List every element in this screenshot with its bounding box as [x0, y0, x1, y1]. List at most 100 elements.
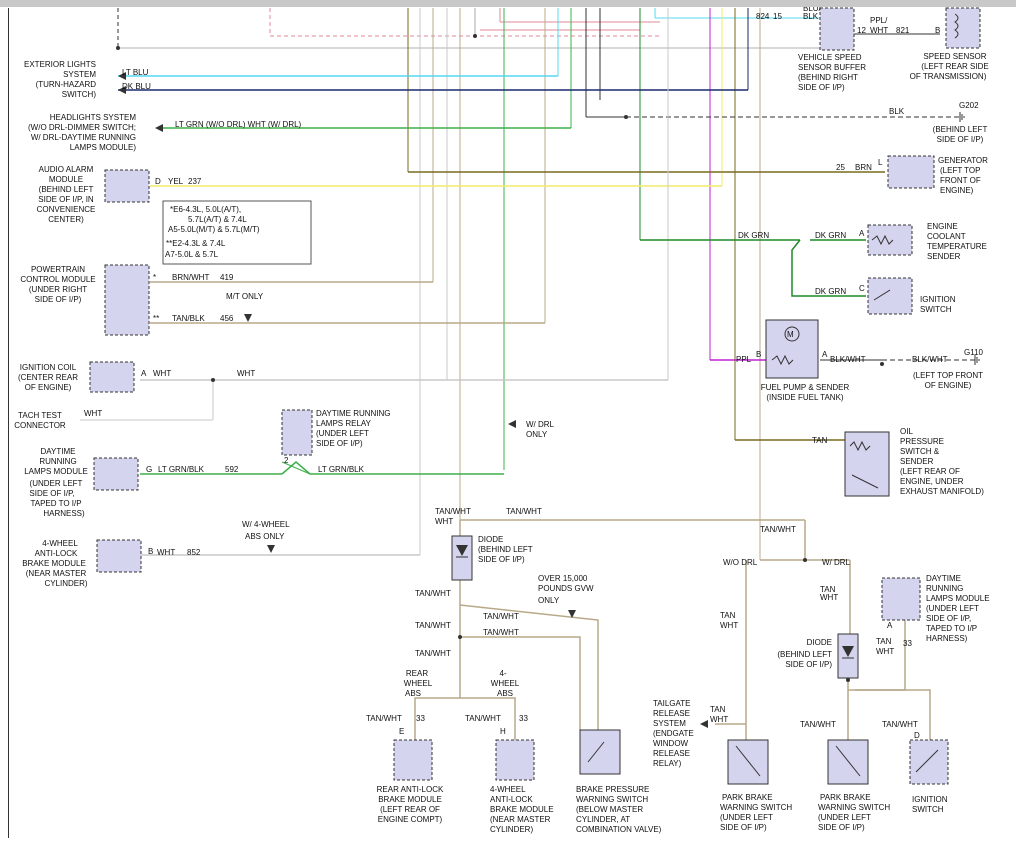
drl-module-left-box — [93, 457, 139, 491]
svg-text:TAN/WHT: TAN/WHT — [882, 720, 918, 729]
svg-text:*: * — [153, 273, 156, 282]
svg-text:WHT: WHT — [820, 593, 838, 602]
svg-text:TAN/WHT: TAN/WHT — [506, 507, 542, 516]
pin-labels: D * ** A G B 2 B L A C B A A E H D — [141, 26, 940, 740]
svg-text:WHT: WHT — [435, 517, 453, 526]
svg-text:WHT: WHT — [157, 548, 175, 557]
svg-text:D: D — [155, 177, 161, 186]
svg-text:TAN/WHT: TAN/WHT — [483, 628, 519, 637]
svg-text:LT GRN/BLK: LT GRN/BLK — [158, 465, 205, 474]
generator-box — [887, 155, 935, 189]
svg-text:TAN: TAN — [710, 705, 726, 714]
ground-symbols — [959, 112, 980, 365]
svg-text:DK GRN: DK GRN — [815, 231, 846, 240]
svg-text:852: 852 — [187, 548, 201, 557]
svg-text:TAN/WHT: TAN/WHT — [415, 649, 451, 658]
ign-switch-bottom-box — [909, 739, 949, 785]
svg-text:12: 12 — [857, 26, 866, 35]
svg-text:BLK: BLK — [889, 107, 905, 116]
ign-switch-top-box — [867, 277, 913, 315]
svg-text:M/T ONLY: M/T ONLY — [226, 292, 264, 301]
svg-text:WHT: WHT — [237, 369, 255, 378]
svg-text:BRN/WHT: BRN/WHT — [172, 273, 209, 282]
svg-text:33: 33 — [903, 639, 912, 648]
oil-pressure-box — [844, 431, 890, 497]
svg-text:237: 237 — [188, 177, 202, 186]
svg-text:YEL: YEL — [168, 177, 184, 186]
headlights-label: HEADLIGHTS SYSTEM(W/O DRL-DIMMER SWITCH;… — [28, 113, 136, 152]
svg-text:A: A — [141, 369, 147, 378]
svg-text:456: 456 — [220, 314, 234, 323]
svg-text:TAN/WHT: TAN/WHT — [435, 507, 471, 516]
speed-sensor-box — [945, 7, 981, 49]
engine-note-box — [162, 200, 312, 265]
svg-text:2: 2 — [284, 456, 289, 465]
svg-text:TAN: TAN — [812, 436, 828, 445]
svg-text:G202: G202 — [959, 101, 979, 110]
svg-text:DK GRN: DK GRN — [815, 287, 846, 296]
svg-text:25: 25 — [836, 163, 845, 172]
park-brake-2-box — [827, 739, 869, 785]
arrows — [118, 72, 708, 728]
svg-text:G110: G110 — [964, 348, 984, 357]
left-border — [8, 8, 9, 838]
fuel-pump-label: FUEL PUMP & SENDER(INSIDE FUEL TANK) — [761, 383, 850, 402]
svg-text:WHT: WHT — [84, 409, 102, 418]
svg-text:592: 592 — [225, 465, 239, 474]
svg-text:TAN/WHT: TAN/WHT — [366, 714, 402, 723]
svg-text:WHT: WHT — [720, 621, 738, 630]
top-bus — [117, 8, 820, 560]
svg-text:WHT: WHT — [710, 715, 728, 724]
svg-text:BRN: BRN — [855, 163, 872, 172]
svg-text:B: B — [148, 547, 153, 556]
svg-text:TAN/WHT: TAN/WHT — [483, 612, 519, 621]
svg-text:H: H — [500, 727, 506, 736]
svg-text:DK BLU: DK BLU — [122, 82, 151, 91]
svg-text:824: 824 — [756, 12, 770, 21]
svg-text:33: 33 — [416, 714, 425, 723]
svg-text:821: 821 — [896, 26, 910, 35]
svg-text:A: A — [887, 621, 893, 630]
svg-text:TAN/WHT: TAN/WHT — [415, 589, 451, 598]
svg-text:TAN/WHT: TAN/WHT — [415, 621, 451, 630]
svg-text:D: D — [914, 731, 920, 740]
tan-wht-tree — [414, 519, 931, 740]
svg-text:419: 419 — [220, 273, 234, 282]
svg-text:TAN: TAN — [720, 611, 736, 620]
svg-text:BLK/WHT: BLK/WHT — [912, 355, 948, 364]
ignition-coil-box — [89, 361, 135, 393]
svg-text:C: C — [859, 284, 865, 293]
svg-text:PPL: PPL — [736, 355, 752, 364]
svg-text:E: E — [399, 727, 404, 736]
svg-text:LT BLU: LT BLU — [122, 68, 149, 77]
svg-text:PPL/: PPL/ — [870, 16, 888, 25]
svg-text:33: 33 — [519, 714, 528, 723]
svg-text:*E6-4.3L, 5.0L(A/T),5.7L(A/T): *E6-4.3L, 5.0L(A/T),5.7L(A/T) & 7.4LA5-5… — [165, 205, 260, 259]
svg-text:TAN/BLK: TAN/BLK — [172, 314, 205, 323]
rear-abs-box — [393, 739, 433, 781]
